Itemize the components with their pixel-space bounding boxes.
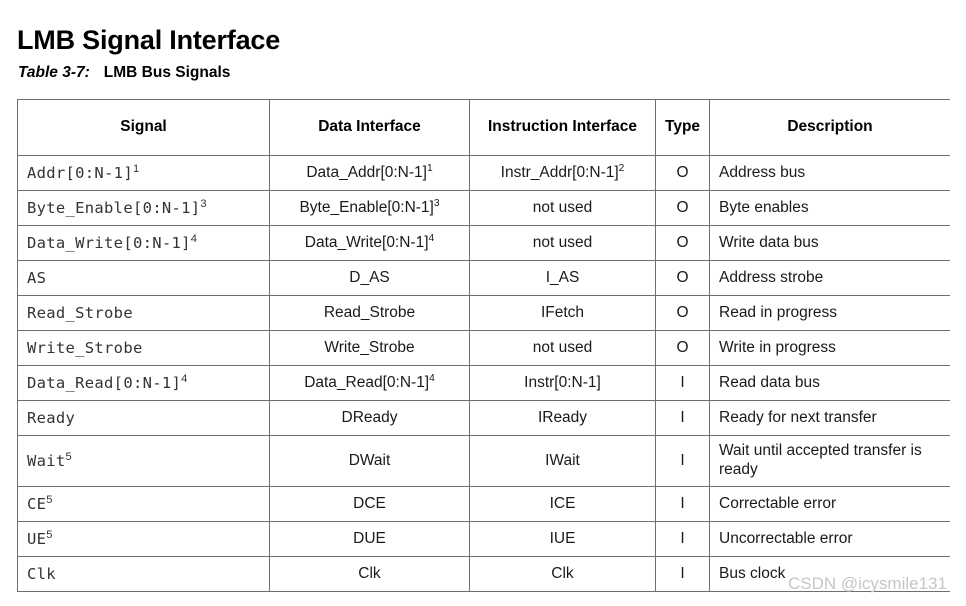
cell-signal: Data_Write[0:N-1]4 <box>17 225 270 261</box>
cell-instruction-interface: ICE <box>469 486 656 522</box>
column-header-type: Type <box>655 99 710 156</box>
cell-type: O <box>655 260 710 296</box>
cell-signal: Write_Strobe <box>17 330 270 366</box>
cell-data-interface: Clk <box>269 556 470 592</box>
cell-description: Address bus <box>709 155 950 191</box>
footnote-marker: 2 <box>618 162 625 174</box>
cell-type: I <box>655 435 710 487</box>
cell-data-interface: DUE <box>269 521 470 557</box>
cell-description: Wait until accepted transfer is ready <box>709 435 950 487</box>
cell-type: I <box>655 521 710 557</box>
cell-signal: Addr[0:N-1]1 <box>17 155 270 191</box>
cell-description: Correctable error <box>709 486 950 522</box>
cell-data-interface: D_AS <box>269 260 470 296</box>
cell-instruction-interface: Clk <box>469 556 656 592</box>
cell-description: Write in progress <box>709 330 950 366</box>
cell-type: I <box>655 556 710 592</box>
footnote-marker: 1 <box>132 162 140 175</box>
table-caption-number: Table 3-7: <box>18 64 90 81</box>
cell-signal: CE5 <box>17 486 270 522</box>
cell-description: Byte enables <box>709 190 950 226</box>
footnote-marker: 5 <box>65 450 73 463</box>
cell-signal: Read_Strobe <box>17 295 270 331</box>
cell-description: Write data bus <box>709 225 950 261</box>
cell-data-interface: Read_Strobe <box>269 295 470 331</box>
column-header-data-interface: Data Interface <box>269 99 470 156</box>
footnote-marker: 4 <box>190 232 198 245</box>
footnote-marker: 5 <box>46 528 53 541</box>
cell-instruction-interface: not used <box>469 330 656 366</box>
cell-data-interface: Write_Strobe <box>269 330 470 366</box>
footnote-marker: 4 <box>429 372 435 384</box>
cell-description: Read in progress <box>709 295 950 331</box>
footnote-marker: 4 <box>181 372 188 385</box>
table-caption-title: LMB Bus Signals <box>103 64 231 81</box>
table-header: Signal Data Interface Instruction Interf… <box>17 99 950 156</box>
column-header-instruction-interface: Instruction Interface <box>469 99 656 156</box>
cell-instruction-interface: Instr_Addr[0:N-1]2 <box>469 155 656 191</box>
cell-instruction-interface: Instr[0:N-1] <box>469 365 656 401</box>
cell-data-interface: Data_Write[0:N-1]4 <box>269 225 470 261</box>
cell-description: Address strobe <box>709 260 950 296</box>
page-title: LMB Signal Interface <box>17 25 281 56</box>
cell-type: O <box>655 190 710 226</box>
cell-data-interface: DReady <box>269 400 470 436</box>
cell-data-interface: DWait <box>269 435 470 487</box>
header-row: Signal Data Interface Instruction Interf… <box>17 99 950 156</box>
cell-signal: AS <box>17 260 270 296</box>
footnote-marker: 3 <box>200 197 207 210</box>
cell-signal: Data_Read[0:N-1]4 <box>17 365 270 401</box>
cell-data-interface: Byte_Enable[0:N-1]3 <box>269 190 470 226</box>
cell-instruction-interface: not used <box>469 225 656 261</box>
table-caption: Table 3-7: LMB Bus Signals <box>18 64 230 82</box>
cell-instruction-interface: IUE <box>469 521 656 557</box>
column-header-description: Description <box>709 99 950 156</box>
cell-instruction-interface: IWait <box>469 435 656 487</box>
cell-type: I <box>655 400 710 436</box>
cell-data-interface: Data_Read[0:N-1]4 <box>269 365 470 401</box>
cell-signal: Ready <box>17 400 270 436</box>
cell-signal: UE5 <box>17 521 270 557</box>
footnote-marker: 1 <box>426 162 433 174</box>
cell-instruction-interface: IFetch <box>469 295 656 331</box>
cell-type: O <box>655 330 710 366</box>
cell-instruction-interface: I_AS <box>469 260 656 296</box>
cell-data-interface: Data_Addr[0:N-1]1 <box>269 155 470 191</box>
cell-type: O <box>655 225 710 261</box>
cell-instruction-interface: not used <box>469 190 656 226</box>
cell-instruction-interface: IReady <box>469 400 656 436</box>
table-container: Signal Data Interface Instruction Interf… <box>17 99 950 606</box>
cell-signal: Clk <box>17 556 270 592</box>
cell-description: Ready for next transfer <box>709 400 950 436</box>
footnote-marker: 4 <box>428 232 435 244</box>
footnote-marker: 5 <box>46 493 53 506</box>
cell-type: O <box>655 155 710 191</box>
cell-type: I <box>655 365 710 401</box>
column-header-signal: Signal <box>17 99 270 156</box>
lmb-bus-signals-table: Signal Data Interface Instruction Interf… <box>17 99 950 592</box>
cell-description: Bus clock <box>709 556 950 592</box>
cell-description: Read data bus <box>709 365 950 401</box>
cell-signal: Wait5 <box>17 435 270 487</box>
footnote-marker: 3 <box>433 197 440 209</box>
cell-data-interface: DCE <box>269 486 470 522</box>
cell-type: I <box>655 486 710 522</box>
cell-signal: Byte_Enable[0:N-1]3 <box>17 190 270 226</box>
cell-description: Uncorrectable error <box>709 521 950 557</box>
cell-type: O <box>655 295 710 331</box>
